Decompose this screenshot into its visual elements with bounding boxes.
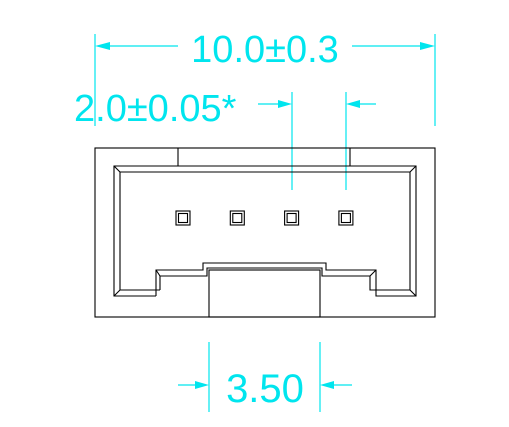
chamfer-top-right [409,165,417,173]
chamfer-top-left [113,165,121,173]
overall-width-arrow-left [95,42,110,50]
pin-1-contact [177,212,189,224]
pitch-label: 2.0±0.05* [74,88,237,130]
key-width-arrow-right [320,381,334,389]
pin-3-contact [286,212,297,224]
overall-width-dimension: 10.0±0.3 [94,29,436,126]
pin-1 [175,210,191,226]
chamfer-bottom-left [113,289,121,297]
housing-outer [94,147,436,318]
polarization-key [208,269,321,318]
pin-2 [229,210,245,226]
key-width-dimension: 3.50 [178,342,352,412]
overall-width-arrow-right [420,42,435,50]
pitch-dimension: 2.0±0.05* [74,88,376,190]
pin-4-contact [340,212,351,224]
pin-row [175,210,354,226]
pin-2-contact [232,212,243,224]
pitch-arrow-left [278,100,292,108]
pin-4 [338,210,354,226]
connector-housing [94,147,436,318]
pin-3 [284,210,300,226]
chamfer-step-right [369,269,377,277]
pitch-arrow-right [346,100,360,108]
inner-wall-inner [119,171,411,291]
key-width-arrow-left [195,381,209,389]
chamfer-step-left [155,269,161,277]
chamfer-bottom-right [409,289,417,297]
overall-width-label: 10.0±0.3 [191,29,339,71]
key-width-label: 3.50 [226,367,304,411]
inner-wall-outer [113,165,417,297]
